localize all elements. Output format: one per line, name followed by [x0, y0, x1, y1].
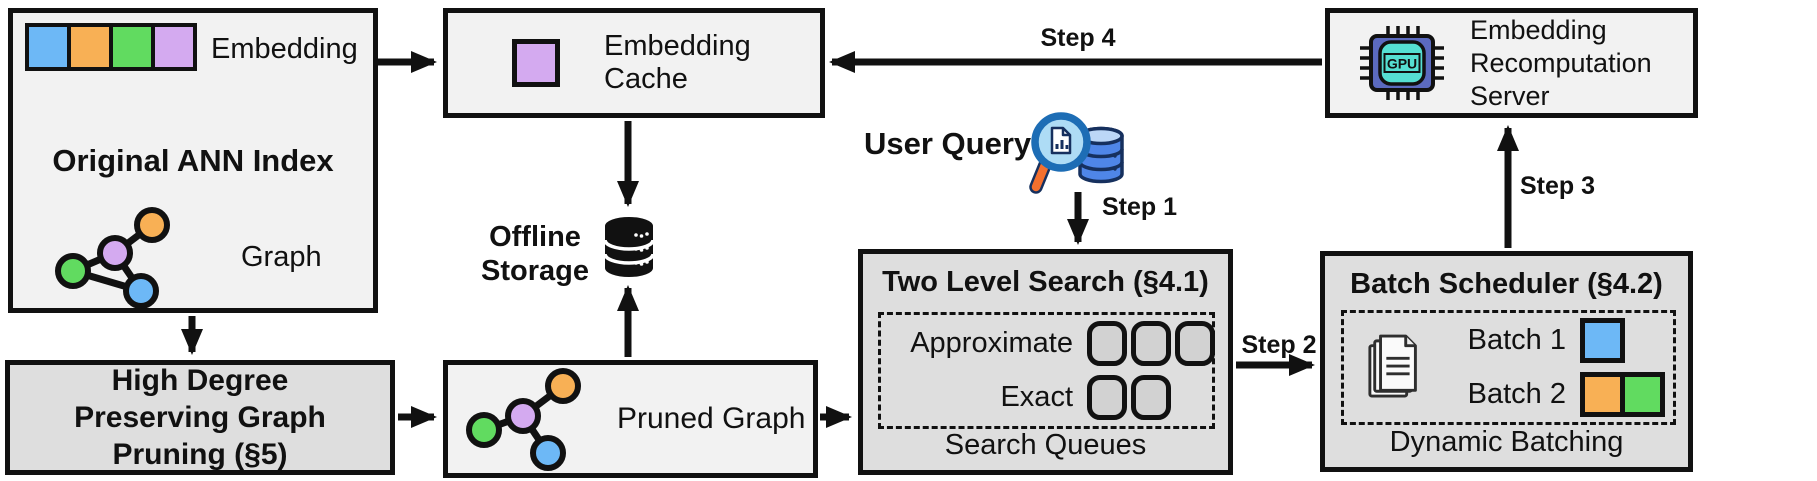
exact-queue-row: Exact — [881, 375, 1212, 420]
gpu-chip-text: GPU — [1387, 56, 1417, 72]
graph-label: Graph — [241, 241, 322, 273]
two-level-search-box: Two Level Search (§4.1) Approximate Exac… — [858, 249, 1233, 475]
batch2-label: Batch 2 — [1467, 378, 1566, 410]
search-queues-footer: Search Queues — [944, 429, 1147, 461]
batch1-squares — [1580, 318, 1625, 363]
pruned-graph-label: Pruned Graph — [617, 402, 806, 435]
embedding-label: Embedding — [211, 33, 358, 65]
dynamic-batching-panel: Batch 1 Batch 2 — [1341, 310, 1676, 425]
gpu-chip-icon: GPU — [1360, 26, 1444, 100]
queue-slot — [1131, 375, 1171, 420]
embedding-cell-green — [113, 27, 151, 67]
offline-storage-label: Offline Storage — [481, 221, 589, 287]
step2-label: Step 2 — [1241, 331, 1317, 359]
offline-storage-database-icon — [603, 217, 655, 277]
batch-rows: Batch 1 Batch 2 — [1428, 318, 1673, 417]
embedding-vector-icon — [25, 23, 197, 71]
embedding-cell-orange — [71, 27, 109, 67]
recomputation-server-box: GPU Embedding Recomputation Server — [1325, 8, 1698, 118]
original-ann-index-title: Original ANN Index — [52, 143, 334, 178]
batch-square-orange — [1580, 372, 1625, 417]
original-graph-icon — [55, 207, 170, 309]
step1-label: Step 1 — [1102, 193, 1178, 221]
batch2-squares — [1580, 372, 1665, 417]
queue-slot — [1131, 321, 1171, 366]
graph-node-orange — [545, 368, 581, 404]
batch1-row: Batch 1 — [1428, 318, 1673, 363]
queue-slot — [1175, 321, 1215, 366]
cached-embedding-square-icon — [512, 39, 560, 87]
graph-node-blue — [530, 435, 566, 471]
batch-scheduler-title: Batch Scheduler (§4.2) — [1350, 268, 1663, 300]
graph-pruning-title: High Degree Preserving Graph Pruning (§5… — [74, 364, 326, 471]
graph-node-green — [55, 253, 91, 289]
recomputation-server-title: Embedding Recomputation Server — [1470, 14, 1652, 111]
step3-label: Step 3 — [1520, 172, 1596, 200]
graph-node-green — [466, 412, 502, 448]
batch-square-green — [1620, 372, 1665, 417]
graph-node-blue — [123, 273, 159, 309]
search-queues-panel: Approximate Exact — [878, 312, 1215, 429]
embedding-cache-title: Embedding Cache — [604, 30, 751, 95]
approximate-label: Approximate — [910, 327, 1073, 359]
approximate-queue-row: Approximate — [881, 321, 1215, 366]
dynamic-batching-footer: Dynamic Batching — [1389, 426, 1624, 458]
embedding-cell-blue — [29, 27, 67, 67]
approximate-queue-slots — [1087, 321, 1215, 366]
exact-queue-slots — [1087, 375, 1171, 420]
graph-node-purple — [505, 398, 541, 434]
original-ann-index-box: Embedding Original ANN Index Graph — [8, 8, 378, 313]
document-chart-glyph — [1050, 126, 1072, 155]
pruned-graph-icon — [466, 368, 581, 471]
two-level-search-title: Two Level Search (§4.1) — [882, 266, 1209, 298]
user-query-icon — [1029, 112, 1124, 194]
documents-stack-icon — [1368, 334, 1417, 398]
batch1-label: Batch 1 — [1467, 324, 1566, 356]
embedding-cache-box: Embedding Cache — [443, 8, 825, 118]
user-query-label: User Query — [864, 126, 1032, 161]
magnifier-icon — [1029, 112, 1091, 194]
graph-node-purple — [97, 235, 133, 271]
pruned-graph-box: Pruned Graph — [443, 360, 818, 478]
embedding-cell-purple — [155, 27, 193, 67]
graph-pruning-box: High Degree Preserving Graph Pruning (§5… — [5, 360, 395, 475]
graph-node-orange — [134, 207, 170, 243]
queue-slot — [1087, 375, 1127, 420]
step4-label: Step 4 — [1040, 24, 1116, 52]
exact-label: Exact — [1000, 381, 1073, 413]
batch-scheduler-box: Batch Scheduler (§4.2) Batch 1 — [1320, 251, 1693, 472]
batch2-row: Batch 2 — [1428, 372, 1673, 417]
queue-slot — [1087, 321, 1127, 366]
batch-square-blue — [1580, 318, 1625, 363]
